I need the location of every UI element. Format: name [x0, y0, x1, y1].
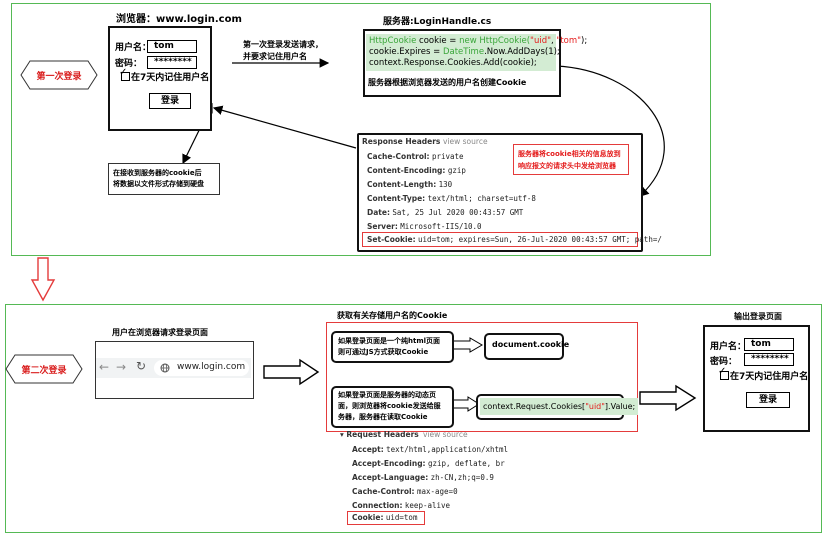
response-header-row: Content-Encoding: gzip: [367, 166, 466, 175]
right-arrow-1: [263, 358, 320, 386]
globe-icon: [160, 363, 170, 373]
output-remember-label: 在7天内记住用户名: [730, 372, 809, 382]
request-note: 第一次登录发送请求， 并要求记住用户名: [243, 40, 323, 61]
set-cookie-row: Set-Cookie: uid=tom; expires=Sun, 26-Jul…: [367, 235, 662, 244]
server-code: HttpCookie cookie = new HttpCookie("uid"…: [366, 34, 587, 71]
output-remember-checkbox[interactable]: [720, 371, 729, 380]
url-text: www.login.com: [177, 362, 246, 372]
server-title: 服务器:LoginHandle.cs: [383, 17, 492, 27]
case-html-box: 如果登录页面是一个纯html页面 则可通过JS方式获取Cookie: [331, 331, 454, 363]
response-header-row: Content-Length: 130: [367, 180, 453, 189]
forward-arrow-icon[interactable]: →: [116, 360, 127, 374]
output-username-input[interactable]: tom: [744, 338, 794, 351]
password-label: 密码：: [115, 59, 143, 69]
storage-note: 在接收到服务器的cookie后 将数据以文件形式存储到硬盘: [108, 163, 220, 195]
request-view-source[interactable]: view source: [423, 430, 468, 439]
request-header-row: Accept-Language: zh-CN,zh;q=0.9: [352, 473, 494, 482]
remember-label: 在7天内记住用户名: [131, 73, 210, 83]
second-login-label: 第二次登录: [5, 354, 83, 384]
reload-icon[interactable]: ↻: [136, 359, 147, 373]
down-arrow: [30, 257, 56, 302]
browser-title: 浏览器：www.login.com: [116, 14, 242, 25]
login-button[interactable]: 登录: [149, 93, 191, 109]
second-login-panel: [5, 304, 822, 533]
case2-arrow: [451, 396, 480, 412]
case-html-code: document.cookie: [484, 333, 569, 360]
get-cookie-box: [326, 322, 638, 432]
cookie-row: Cookie: uid=tom: [352, 513, 418, 522]
request-header-row: Connection: keep-alive: [352, 501, 451, 510]
output-checkmark-icon: ✓: [718, 366, 727, 377]
response-to-browser-arrow: [212, 105, 357, 149]
response-view-source[interactable]: view source: [443, 137, 488, 146]
case-server-code: context.Request.Cookies["uid"].Value;: [476, 394, 639, 420]
first-login-label: 第一次登录: [20, 60, 98, 90]
cookie-highlight: [347, 511, 425, 525]
first-login-panel: [11, 3, 711, 256]
output-username-label: 用户名：: [710, 342, 747, 352]
request-header-row: Accept-Encoding: gzip, deflate, br: [352, 459, 505, 468]
request-header-row: Cache-Control: max-age=0: [352, 487, 458, 496]
request-page-title: 用户在浏览器请求登录页面: [112, 328, 208, 337]
password-input[interactable]: ********: [147, 56, 197, 69]
url-field[interactable]: [154, 360, 249, 376]
response-header-row: Date: Sat, 25 Jul 2020 00:43:57 GMT: [367, 208, 524, 217]
response-header-row: Cache-Control: private: [367, 152, 464, 161]
response-callout: 服务器将cookie相关的信息放到 响应报文的请求头中发给浏览器: [513, 144, 629, 175]
output-password-label: 密码：: [710, 357, 738, 367]
server-note: 服务器根据浏览器发送的用户名创建Cookie: [368, 78, 527, 87]
server-to-response-arrow: [555, 65, 665, 197]
output-login-button[interactable]: 登录: [746, 392, 790, 408]
back-arrow-icon[interactable]: ←: [99, 360, 110, 374]
output-password-input[interactable]: ********: [744, 353, 794, 366]
remember-checkbox[interactable]: [121, 72, 130, 81]
response-headers-title: Response Headers: [362, 137, 441, 146]
response-header-row: Content-Type: text/html; charset=utf-8: [367, 194, 536, 203]
username-input[interactable]: tom: [147, 40, 197, 53]
get-cookie-title: 获取有关存储用户名的Cookie: [337, 311, 448, 320]
output-title: 输出登录页面: [734, 312, 782, 321]
right-arrow-2: [639, 384, 697, 412]
request-headers-title: ▾ Request Headers: [340, 430, 419, 439]
case1-arrow: [451, 337, 483, 353]
checkmark-icon: ✓: [119, 67, 128, 78]
set-cookie-highlight: [362, 232, 638, 247]
username-label: 用户名：: [115, 43, 152, 53]
response-header-row: Server: Microsoft-IIS/10.0: [367, 222, 482, 231]
case-server-box: 如果登录页面是服务器的动态页 面，则浏览器将cookie发送给服 务器，服务器在…: [331, 386, 454, 428]
request-header-row: Accept: text/html,application/xhtml: [352, 445, 509, 454]
